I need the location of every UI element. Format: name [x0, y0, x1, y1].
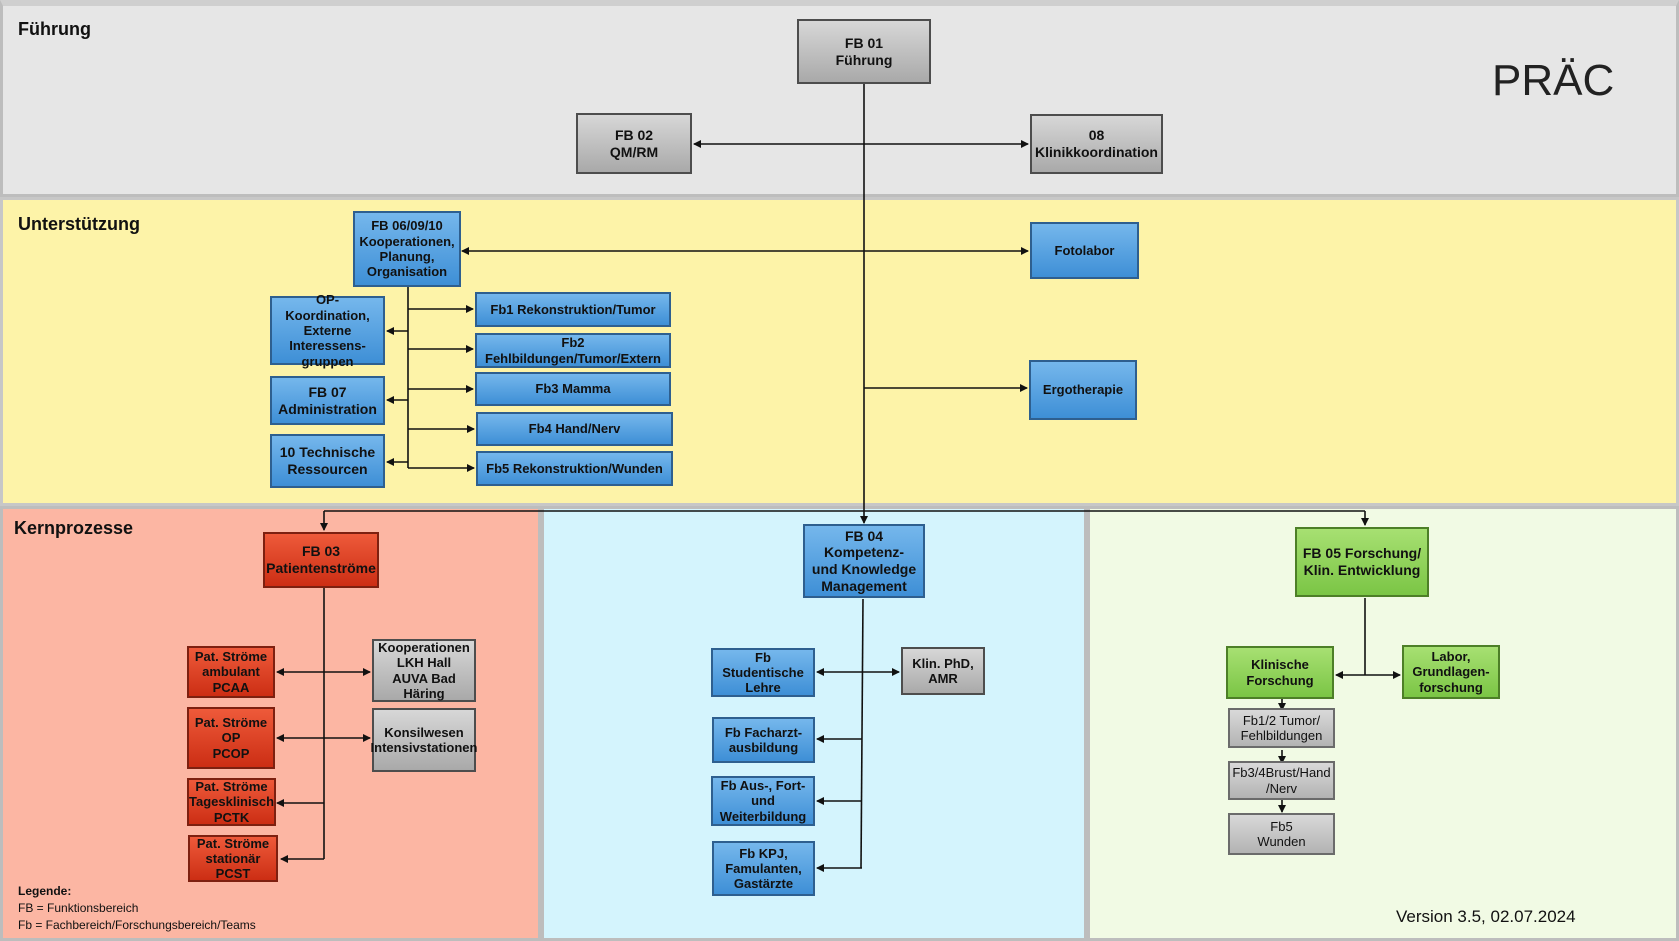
- legend-title: Legende:: [18, 884, 72, 898]
- legend-line-fb-lower: Fb = Fachbereich/Forschungsbereich/Teams: [18, 918, 256, 932]
- version-label: Version 3.5, 02.07.2024: [1396, 907, 1576, 926]
- legend: Legende: FB = Funktionsbereich Fb = Fach…: [18, 883, 256, 934]
- node-facharztausbildung: Fb Facharzt- ausbildung: [712, 717, 815, 763]
- node-fb34-brust-hand-nerv: Fb3/4Brust/Hand /Nerv: [1228, 761, 1335, 800]
- node-fb02-qm-rm: FB 02 QM/RM: [576, 113, 692, 174]
- node-fb1-rekonstruktion-tumor: Fb1 Rekonstruktion/Tumor: [475, 292, 671, 327]
- node-studentische-lehre: Fb Studentische Lehre: [711, 648, 815, 697]
- node-10-technische-ressourcen: 10 Technische Ressourcen: [270, 434, 385, 488]
- legend-line-fb: FB = Funktionsbereich: [18, 901, 139, 915]
- node-fb03-patientenstroeme: FB 03 Patientenströme: [263, 532, 379, 588]
- node-fb12-tumor-fehlbildungen: Fb1/2 Tumor/ Fehlbildungen: [1228, 708, 1335, 748]
- node-ergotherapie: Ergotherapie: [1029, 360, 1137, 420]
- node-aus-fort-weiterbildung: Fb Aus-, Fort- und Weiterbildung: [711, 776, 815, 826]
- node-pcop: Pat. Ströme OP PCOP: [187, 707, 275, 769]
- node-pcaa: Pat. Ströme ambulant PCAA: [187, 646, 275, 698]
- node-klin-phd-amr: Klin. PhD, AMR: [901, 647, 985, 695]
- brand-label: PRÄC: [1492, 56, 1615, 105]
- band-title-kernprozesse: Kernprozesse: [14, 518, 134, 538]
- node-kpj-famulanten: Fb KPJ, Famulanten, Gastärzte: [712, 841, 815, 896]
- node-op-koordination: OP-Koordination, Externe Interessens- gr…: [270, 292, 385, 369]
- node-fb06-09-10-kooperationen: FB 06/09/10 Kooperationen, Planung, Orga…: [353, 211, 461, 287]
- node-fotolabor: Fotolabor: [1030, 222, 1139, 279]
- node-fb2-fehlbildungen: Fb2 Fehlbildungen/Tumor/Extern: [475, 333, 671, 368]
- node-fb04-kompetenz: FB 04 Kompetenz- und Knowledge Managemen…: [803, 524, 925, 598]
- node-fb01-fuehrung: FB 01 Führung: [797, 19, 931, 84]
- node-fb5-wunden: Fb5 Wunden: [1228, 813, 1335, 855]
- node-08-klinikkoordination: 08 Klinikkoordination: [1030, 114, 1163, 174]
- node-pcst: Pat. Ströme stationär PCST: [188, 835, 278, 882]
- node-fb05-forschung: FB 05 Forschung/ Klin. Entwicklung: [1295, 527, 1429, 597]
- node-pctk: Pat. Ströme Tagesklinisch PCTK: [187, 778, 276, 826]
- node-kooperationen-lkh: Kooperationen LKH Hall AUVA Bad Häring: [372, 639, 476, 702]
- node-fb3-mamma: Fb3 Mamma: [475, 372, 671, 406]
- node-fb5-rekonstruktion-wunden: Fb5 Rekonstruktion/Wunden: [476, 451, 673, 486]
- band-title-fuehrung: Führung: [18, 19, 91, 39]
- node-fb07-administration: FB 07 Administration: [270, 376, 385, 425]
- node-konsilwesen: Konsilwesen Intensivstationen: [371, 708, 477, 772]
- band-title-unterstuetzung: Unterstützung: [18, 214, 140, 234]
- node-fb4-hand-nerv: Fb4 Hand/Nerv: [476, 412, 673, 446]
- node-klinische-forschung: Klinische Forschung: [1226, 646, 1334, 699]
- node-labor-grundlagenforschung: Labor, Grundlagen- forschung: [1402, 645, 1500, 699]
